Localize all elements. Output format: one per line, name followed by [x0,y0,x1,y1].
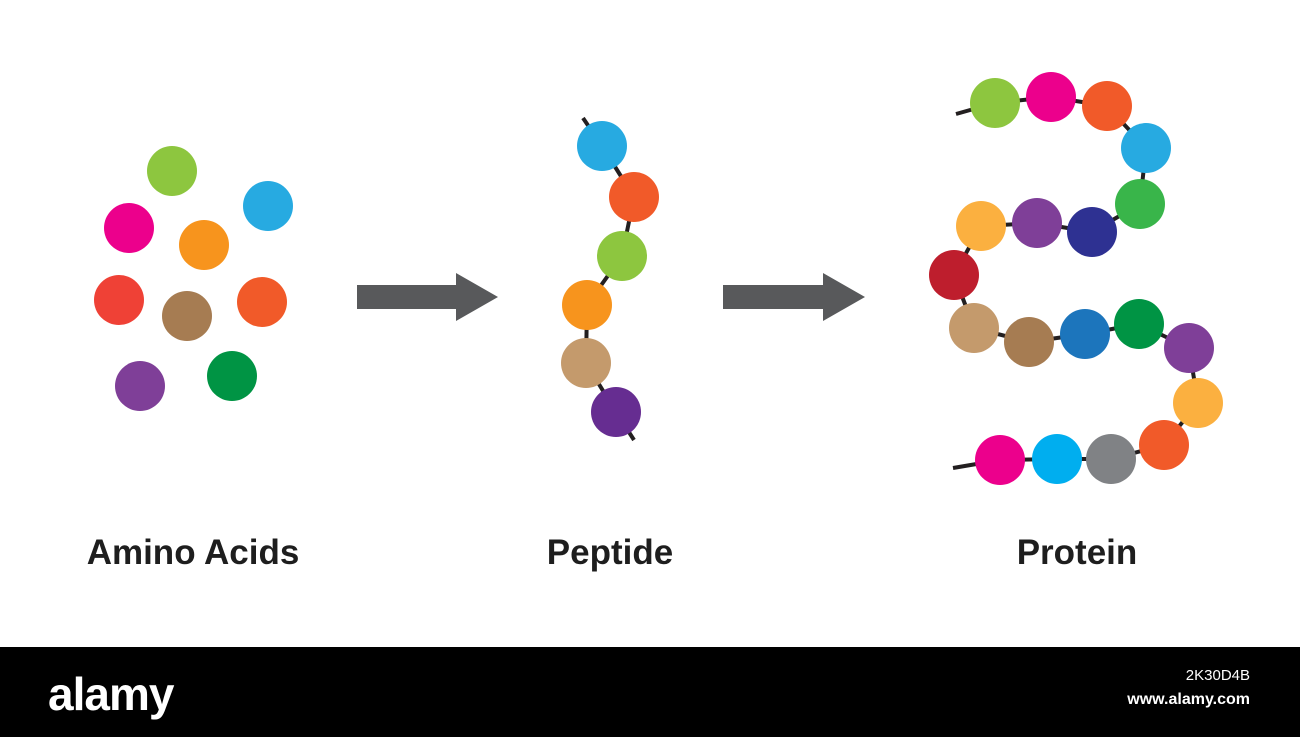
amino-acid-bead [207,351,257,401]
protein-bead [1121,123,1171,173]
amino-acid-bead [243,181,293,231]
protein-bead [1164,323,1214,373]
arrow-shaft [723,285,823,309]
arrow-head [456,273,498,321]
peptide-label: Peptide [546,533,674,572]
amino-acids-group [94,146,293,411]
arrow-peptide-to-protein [723,273,865,321]
arrow-amino-to-peptide [357,273,498,321]
amino-acid-bead [94,275,144,325]
peptide-bead [561,338,611,388]
protein-bead [970,78,1020,128]
protein-bead [1026,72,1076,122]
amino-acid-bead [104,203,154,253]
protein-bead [1032,434,1082,484]
peptide-bead [562,280,612,330]
arrow-shaft [357,285,456,309]
peptide-bead [609,172,659,222]
protein-bead [949,303,999,353]
diagram-canvas [94,72,1223,485]
protein-label: Protein [1016,533,1138,572]
peptide-chain [561,116,659,442]
amino-acid-bead [179,220,229,270]
amino-acid-bead [147,146,197,196]
watermark-footer: alamy 2K30D4B www.alamy.com [0,647,1300,737]
protein-bead [975,435,1025,485]
protein-chain [929,72,1223,485]
protein-bead [1067,207,1117,257]
peptide-bead [597,231,647,281]
amino-acids-label: Amino Acids [86,533,300,572]
amino-acid-bead [237,277,287,327]
amino-acid-bead [162,291,212,341]
alamy-logo: alamy [48,668,174,720]
protein-bead [1173,378,1223,428]
protein-bead [1139,420,1189,470]
protein-bead [1114,299,1164,349]
arrow-head [823,273,865,321]
peptide-bead [591,387,641,437]
image-id: 2K30D4B [1185,667,1250,684]
protein-bead [929,250,979,300]
protein-bead [1060,309,1110,359]
protein-bead [1012,198,1062,248]
source-url: www.alamy.com [1127,691,1250,708]
protein-bead [1115,179,1165,229]
protein-bead [1086,434,1136,484]
protein-bead [1082,81,1132,131]
protein-bead [956,201,1006,251]
amino-acid-bead [115,361,165,411]
protein-bead [1004,317,1054,367]
peptide-bead [577,121,627,171]
